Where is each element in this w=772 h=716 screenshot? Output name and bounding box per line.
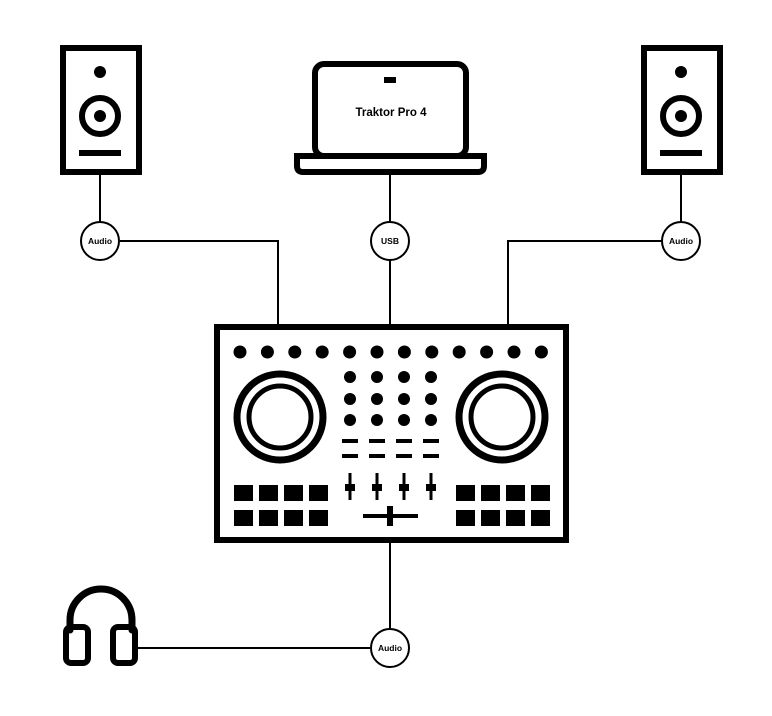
speaker-right-cabinet [641,45,723,175]
top-knob-icon [343,345,357,359]
mixer-knob-icon [344,393,356,405]
level-dash-icon [342,454,358,458]
connector-lines [99,172,682,649]
fader-cap-icon [399,484,409,491]
top-knob-icon [260,345,274,359]
pad-icon [259,510,278,526]
node-left-speaker: Audio [80,221,120,261]
mixer-knob-icon [425,393,437,405]
node-headphones-label: Audio [378,643,402,653]
pad-icon [531,510,550,526]
mixer-knob-icon [371,393,383,405]
speaker-left-tweeter-icon [94,66,106,78]
mixer-knob-icon [398,371,410,383]
speaker-right-woofer-icon [660,95,702,137]
headphones-band [66,585,136,634]
speaker-left-woofer-icon [79,95,121,137]
top-knob-icon [288,345,302,359]
pad-icon [309,510,328,526]
speaker-left-woofer-center-icon [94,110,106,122]
fader-cap-icon [372,484,382,491]
pad-icon [234,510,253,526]
mixer-knob-icon [371,414,383,426]
node-left-speaker-label: Audio [88,236,112,246]
channel-faders [345,473,436,500]
top-knob-icon [233,345,247,359]
jog-wheel-right-icon [455,370,549,464]
mixer-knob-icon [371,371,383,383]
speaker-right-tweeter-icon [675,66,687,78]
node-laptop-label: USB [381,236,399,246]
laptop-label: Traktor Pro 4 [356,107,428,119]
level-dash-icon [342,439,358,443]
mixer-knob-icon [425,371,437,383]
mixer-knob-icon [344,371,356,383]
headphones-ear-left [63,624,91,666]
node-laptop: USB [370,221,410,261]
level-dash-icon [423,454,439,458]
pad-icon [506,485,525,501]
pad-icon [481,510,500,526]
pad-icon [456,510,475,526]
dj-controller-icon [214,324,569,543]
level-dash-icon [396,454,412,458]
fader-cap-icon [345,484,355,491]
performance-pads-right [456,485,550,526]
headphones-ear-right [110,624,138,666]
mixer-knob-icon [398,393,410,405]
pad-icon [309,485,328,501]
laptop-camera-icon [384,77,396,83]
line-left-node-to-controller [120,240,279,327]
headphones-icon [63,585,138,666]
speaker-right-woofer-center-icon [675,110,687,122]
controller-body [214,324,569,543]
pad-icon [259,485,278,501]
level-dash-icon [423,439,439,443]
speaker-right [641,45,723,175]
pad-icon [456,485,475,501]
top-knob-icon [425,345,439,359]
top-knob-icon [315,345,329,359]
controller-top-knobs [233,345,548,359]
mixer-knob-grid [344,371,437,426]
top-knob-icon [534,345,548,359]
pad-icon [481,485,500,501]
speaker-right-port-icon [660,150,702,156]
speaker-left-cabinet [60,45,142,175]
speaker-left-port-icon [79,150,121,156]
top-knob-icon [507,345,521,359]
pad-icon [284,510,303,526]
fader-cap-icon [426,484,436,491]
mixer-knob-icon [344,414,356,426]
laptop-base [294,153,487,175]
jog-wheel-left-icon [233,370,327,464]
laptop-icon: Traktor Pro 4 [294,61,487,175]
level-dash-icon [369,454,385,458]
level-dash-icon [396,439,412,443]
top-knob-icon [452,345,466,359]
pad-icon [284,485,303,501]
pad-icon [531,485,550,501]
crossfader-icon [363,506,418,526]
node-headphones: Audio [370,628,410,668]
performance-pads-left [234,485,328,526]
mixer-level-indicators [342,439,439,458]
speaker-left [60,45,142,175]
node-right-speaker: Audio [661,221,701,261]
pad-icon [506,510,525,526]
mixer-knob-icon [425,414,437,426]
mixer-knob-icon [398,414,410,426]
node-right-speaker-label: Audio [669,236,693,246]
top-knob-icon [480,345,494,359]
pad-icon [234,485,253,501]
line-right-node-to-controller [507,240,662,327]
level-dash-icon [369,439,385,443]
top-knob-icon [370,345,384,359]
top-knob-icon [397,345,411,359]
